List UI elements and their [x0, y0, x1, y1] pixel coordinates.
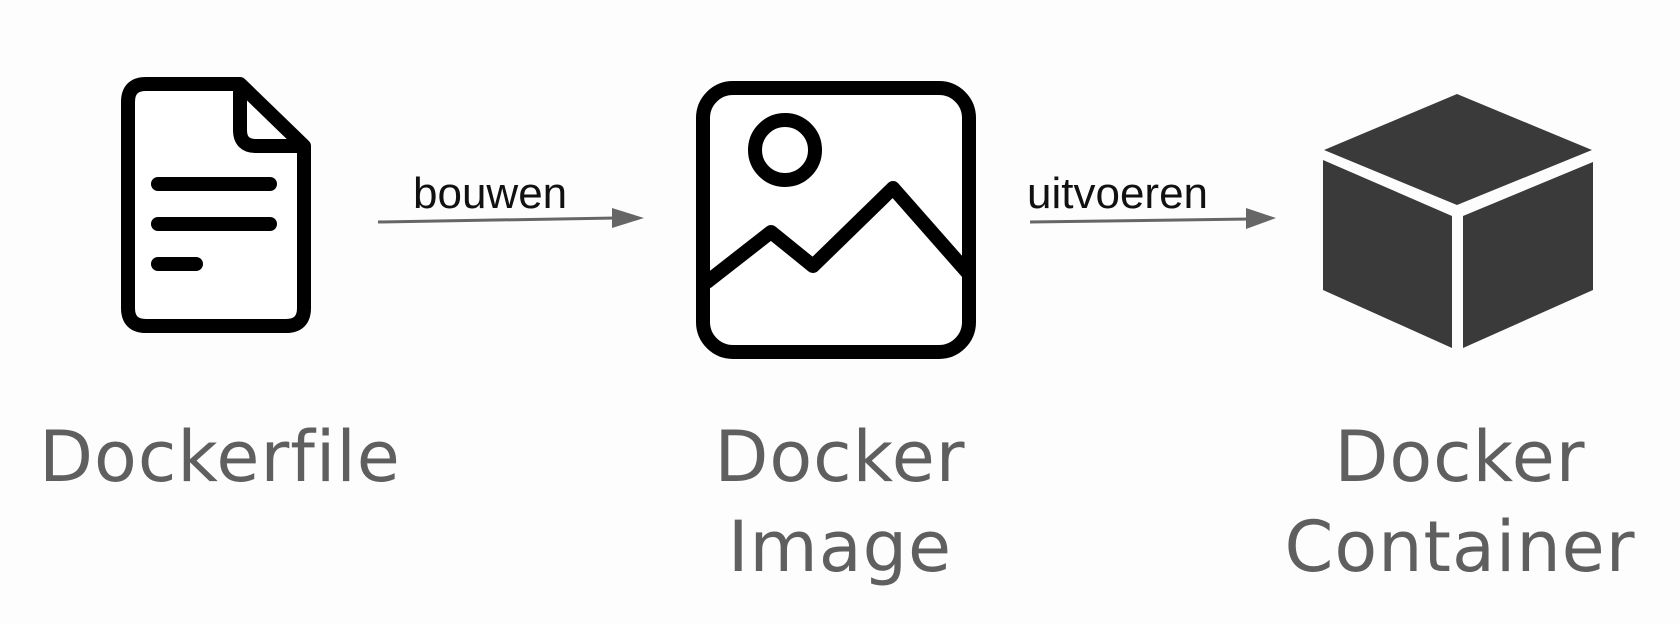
docker-image-node [695, 80, 977, 360]
dockerfile-node [118, 76, 318, 338]
docker-container-node [1320, 92, 1600, 352]
arrow-right-icon [1029, 208, 1276, 229]
arrow-run [1028, 206, 1278, 230]
cube-icon [1323, 94, 1593, 348]
arrow-build [376, 206, 646, 230]
edge-label-run: uitvoeren [1027, 169, 1209, 218]
image-icon [696, 81, 976, 359]
docker-image-label: Docker Image [714, 416, 966, 588]
docker-container-label: Docker Container [1284, 416, 1636, 588]
dockerfile-label: Dockerfile [39, 416, 401, 498]
document-icon [121, 77, 311, 333]
arrow-right-icon [377, 208, 644, 228]
edge-label-build: bouwen [413, 169, 568, 218]
